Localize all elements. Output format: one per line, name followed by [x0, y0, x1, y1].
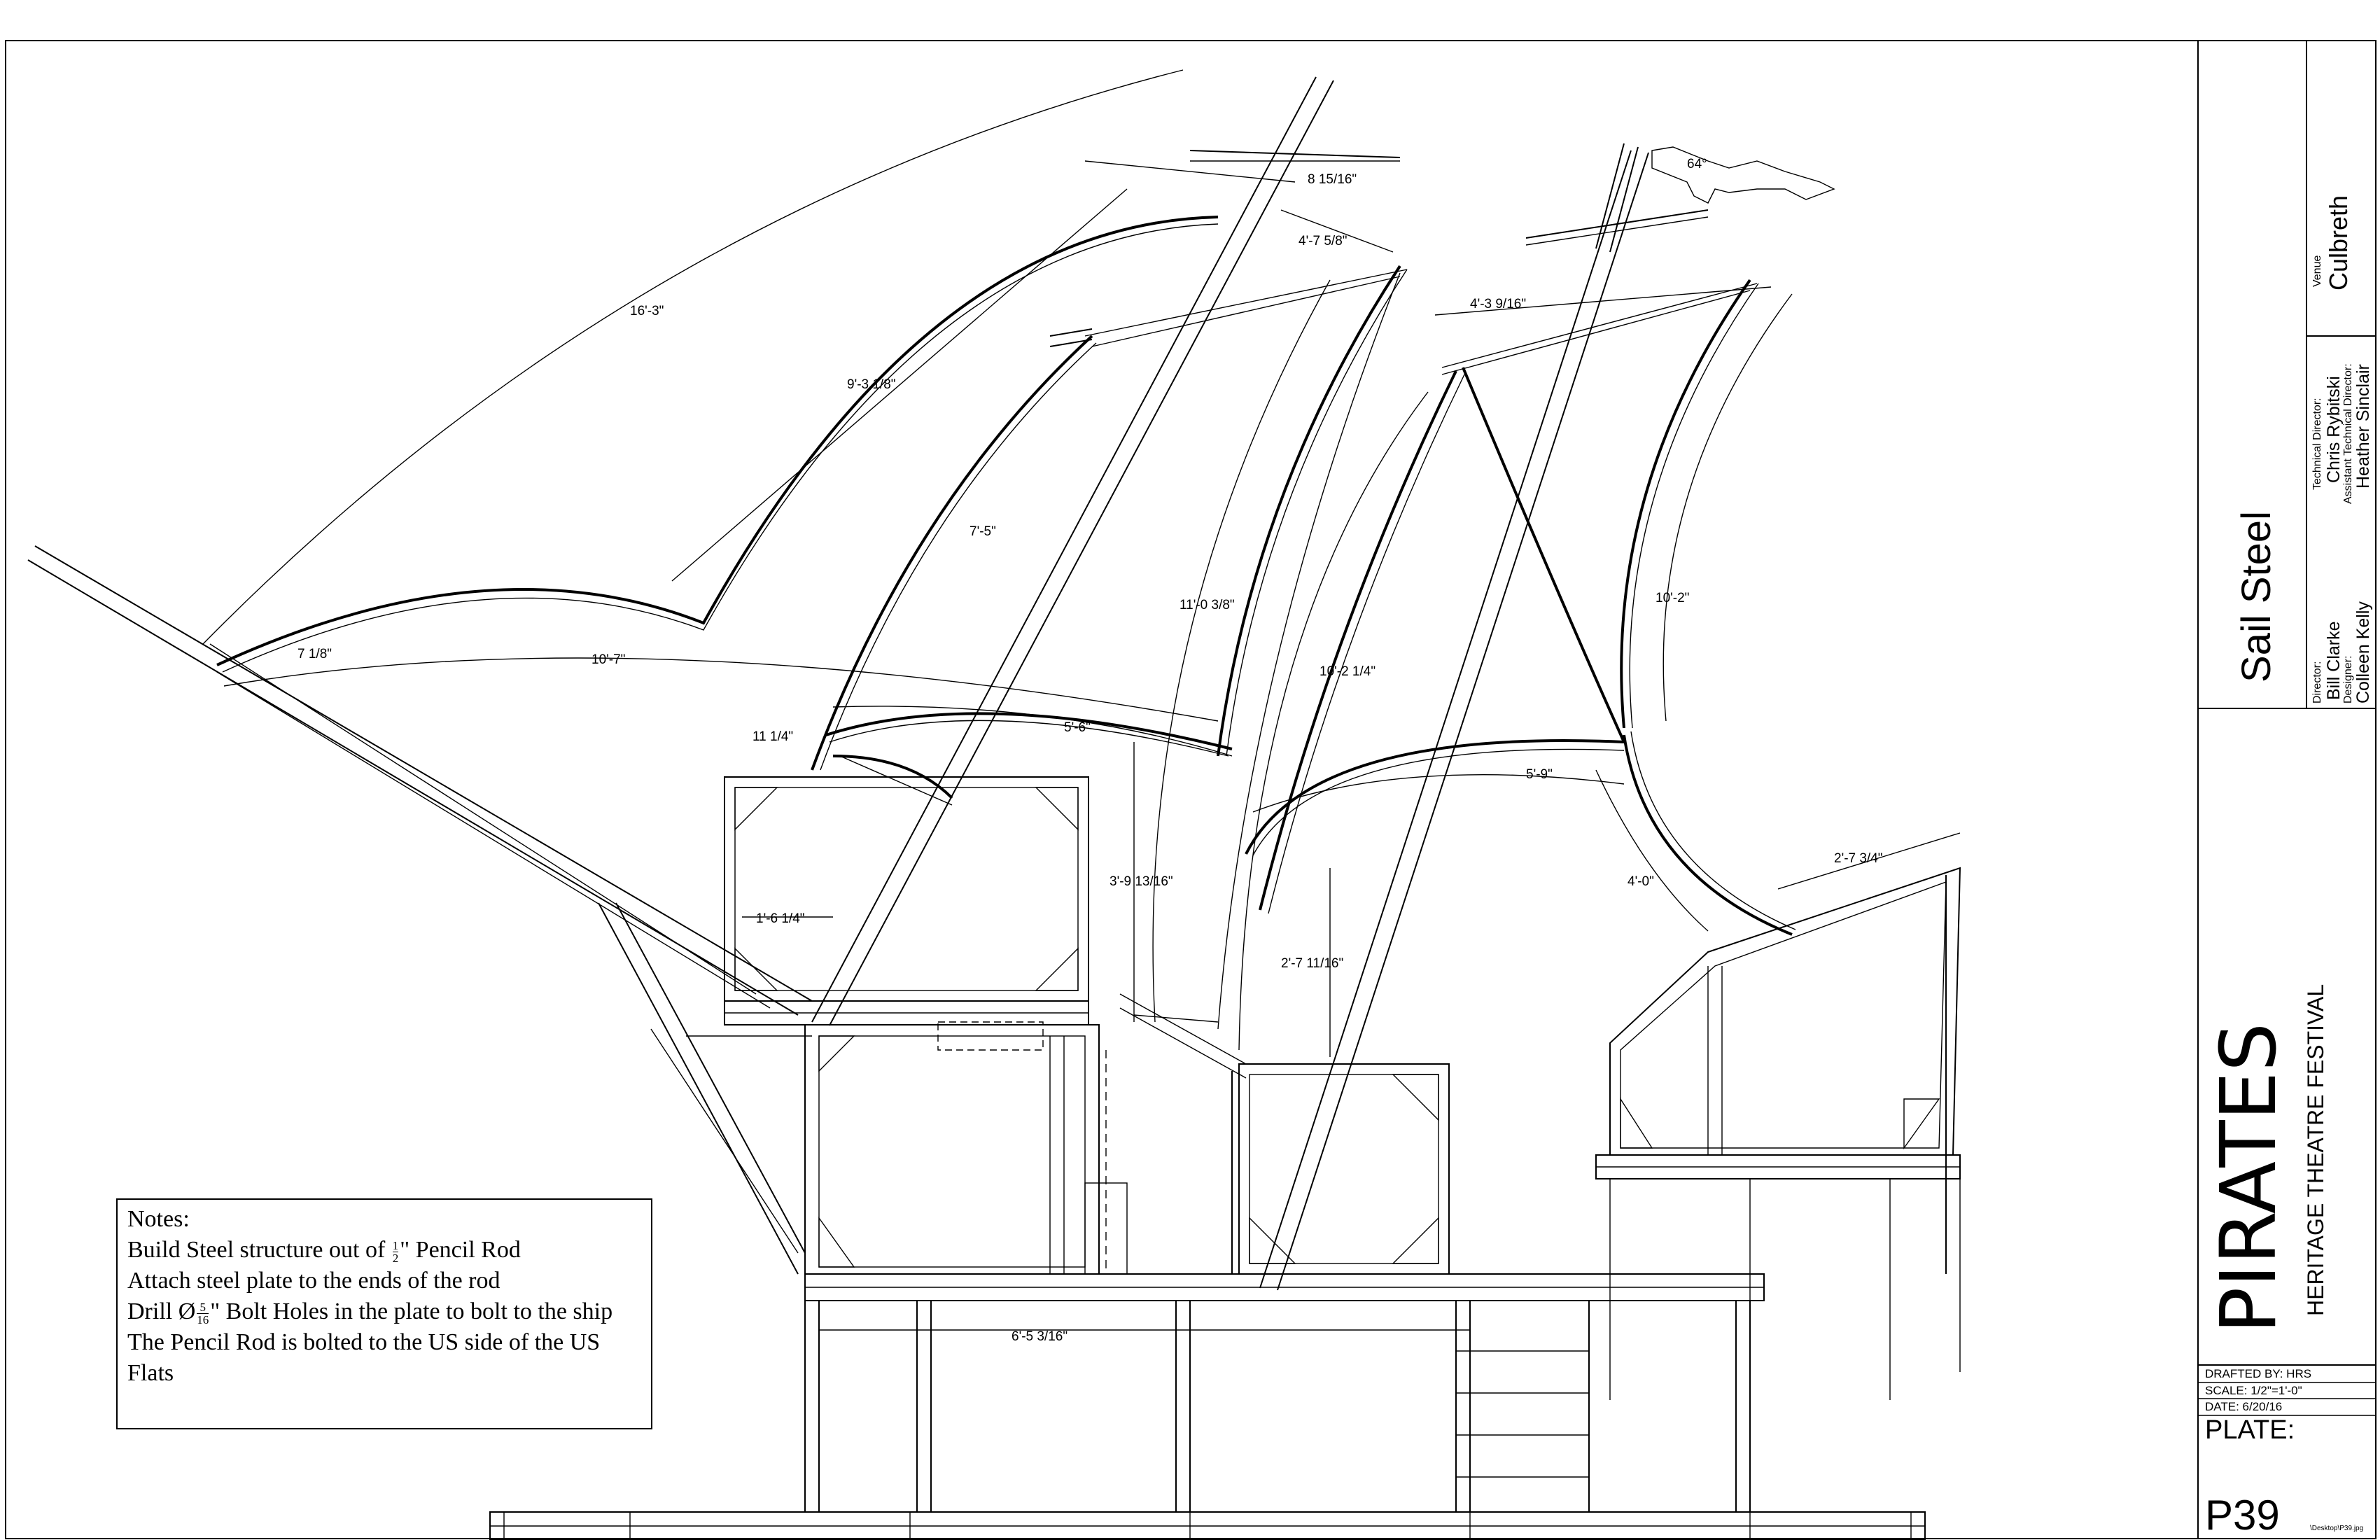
sail-2 — [811, 335, 1233, 806]
dim-label: 8 15/16" — [1308, 172, 1357, 187]
venue-label: Venue — [2311, 255, 2323, 287]
dim-label: 2'-7 11/16" — [1281, 956, 1343, 971]
atd-name: Heather Sinclair — [2353, 364, 2373, 489]
dim-label: 10'-2" — [1656, 591, 1689, 606]
aft-mast — [1595, 143, 1639, 253]
dim-label: 4'-7 5/8" — [1298, 234, 1348, 248]
dim-label: 11 1/4" — [752, 729, 793, 744]
dim-label: 11'-0 3/8" — [1180, 598, 1235, 612]
dim-label: 6'-5 3/16" — [1011, 1329, 1068, 1344]
note-2: Attach steel plate to the ends of the ro… — [127, 1268, 500, 1294]
scale: SCALE: 1/2"=1'-0" — [2205, 1384, 2302, 1397]
designer-name: Colleen Kelly — [2353, 601, 2373, 704]
notes-heading: Notes: — [127, 1206, 190, 1232]
td-name: Chris Rybitski — [2324, 376, 2344, 483]
middle-tower — [804, 1021, 1128, 1275]
dim-label: 5'-6" — [1064, 720, 1091, 735]
title-block-lines — [2198, 41, 2376, 1416]
dim-label: 2'-7 3/4" — [1834, 851, 1883, 866]
dim-label: 4'-0" — [1628, 874, 1654, 889]
date: DATE: 6/20/16 — [2205, 1400, 2283, 1413]
dim-label: 3'-9 13/16" — [1110, 874, 1173, 889]
fore-mast — [811, 76, 1401, 1026]
sail-3 — [1217, 265, 1408, 1030]
dim-label: 1'-6 1/4" — [756, 911, 805, 926]
file-name: \Desktop\P39.jpg — [2310, 1525, 2364, 1532]
base-platform — [489, 1511, 1926, 1540]
dim-label: 64° — [1687, 157, 1707, 172]
sheet-border — [5, 40, 2376, 1539]
dim-label: 5'-9" — [1526, 767, 1553, 782]
dimension-labels: 16'-3" 8 15/16" 4'-7 5/8" 64° 4'-3 9/16"… — [298, 157, 1883, 1344]
dim-label: 10'-2 1/4" — [1320, 664, 1376, 679]
venue-name: Culbreth — [2324, 195, 2353, 290]
upper-left-platform — [724, 776, 1089, 1026]
main-deck — [804, 1273, 1765, 1512]
dim-label: 10'-7" — [592, 652, 625, 667]
director-label: Director: — [2311, 661, 2323, 704]
sail-1 — [216, 216, 1219, 673]
dim-label: 9'-3 1/8" — [847, 377, 896, 392]
festival-name: HERITAGE THEATRE FESTIVAL — [2303, 983, 2328, 1316]
dim-label: 7 1/8" — [298, 647, 332, 662]
bowsprit — [27, 545, 813, 1016]
show-title: PIRATES — [2204, 1023, 2293, 1334]
support-struts — [598, 902, 812, 1275]
rigging — [1049, 269, 1758, 1079]
main-mast — [1259, 146, 1835, 1291]
dim-label: 4'-3 9/16" — [1470, 297, 1526, 312]
dim-label: 16'-3" — [630, 304, 664, 318]
note-4: The Pencil Rod is bolted to the US side … — [127, 1329, 601, 1386]
plate-label: PLATE: — [2205, 1415, 2295, 1445]
sail-5 — [1620, 279, 1796, 936]
sheet-title: Sail Steel — [2234, 510, 2279, 682]
director-name: Bill Clarke — [2324, 621, 2344, 700]
td-label: Technical Director: — [2311, 398, 2323, 490]
dim-label: 7'-5" — [969, 524, 996, 539]
plate-number: P39 — [2205, 1492, 2280, 1539]
dimension-lines — [202, 69, 1961, 1331]
right-platform — [1595, 867, 1961, 1400]
drafted-by: DRAFTED BY: HRS — [2205, 1367, 2312, 1380]
